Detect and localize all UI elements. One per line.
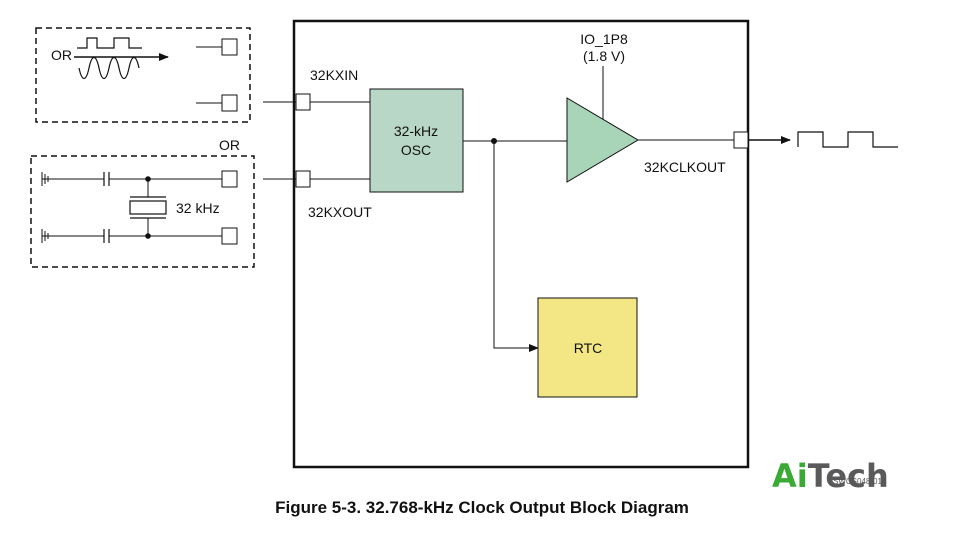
junction-dot-crystal-upper bbox=[145, 176, 151, 182]
rtc-label: RTC bbox=[574, 340, 603, 356]
io-voltage-label: (1.8 V) bbox=[583, 48, 625, 64]
junction-dot-crystal-lower bbox=[145, 233, 151, 239]
oscillator-block bbox=[369, 88, 464, 193]
capacitor-icon-upper bbox=[103, 172, 110, 186]
io-rail-label: IO_1P8 bbox=[580, 31, 628, 47]
crystal-option-box bbox=[30, 155, 255, 268]
terminal-top-box-lower bbox=[221, 94, 238, 112]
crystal-icon bbox=[129, 196, 167, 219]
or-label-middle: OR bbox=[219, 137, 240, 153]
oscillator-label-line2: OSC bbox=[401, 142, 431, 158]
capacitor-icon-lower bbox=[103, 229, 110, 243]
terminal-top-box-upper bbox=[221, 38, 238, 56]
rtc-block bbox=[537, 297, 638, 398]
pin-32kclkout bbox=[733, 131, 749, 149]
or-label-top: OR bbox=[51, 47, 72, 63]
sine-wave-input-icon bbox=[78, 56, 140, 80]
aitech-logo: AiTech bbox=[772, 457, 889, 495]
pin-label-32kxin: 32KXIN bbox=[310, 67, 358, 83]
pin-32kxout bbox=[295, 170, 311, 188]
square-wave-input-icon bbox=[77, 37, 142, 49]
figure-caption: Figure 5-3. 32.768-kHz Clock Output Bloc… bbox=[275, 498, 689, 517]
external-clock-option-box bbox=[35, 27, 251, 123]
device-outline bbox=[292, 19, 750, 469]
terminal-crystal-upper bbox=[221, 170, 238, 188]
pin-label-32kclkout: 32KCLKOUT bbox=[644, 159, 726, 175]
pin-label-32kxout: 32KXOUT bbox=[308, 204, 372, 220]
terminal-crystal-lower bbox=[221, 227, 238, 245]
document-code: SWCS048-014 bbox=[833, 477, 887, 486]
crystal-frequency-label: 32 kHz bbox=[176, 200, 220, 216]
square-wave-output-icon bbox=[797, 131, 898, 148]
oscillator-label-line1: 32-kHz bbox=[394, 123, 438, 139]
pin-32kxin bbox=[295, 93, 311, 111]
